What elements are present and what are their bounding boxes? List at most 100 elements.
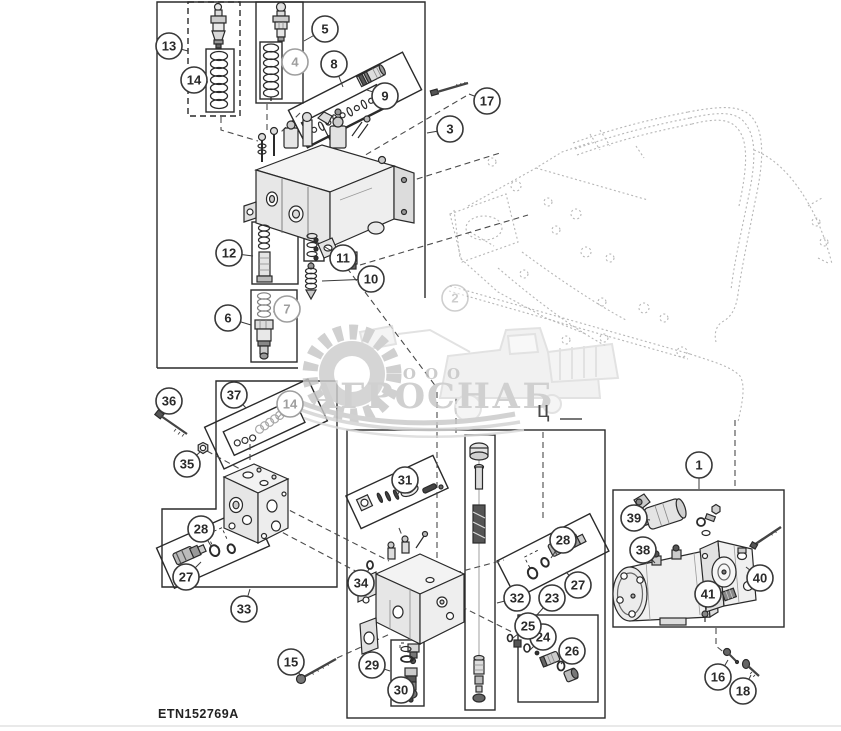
kit-box-31 [344,454,450,530]
callout-4: 4 [281,48,309,76]
watermark-company-prefix: ООО [403,365,469,383]
kit-32-parts [469,442,489,703]
svg-text:1: 1 [695,458,702,473]
svg-text:28: 28 [556,533,570,548]
part-7-orings [256,292,272,318]
svg-text:25: 25 [521,619,535,634]
svg-text:41: 41 [701,587,715,602]
callout-9: 9 [366,82,399,110]
callout-39: 39 [620,504,651,532]
lower-valve-body [357,530,466,665]
assembly-connector-lines [206,95,736,659]
callout-23: 23 [535,584,566,617]
part-13-cartridge [210,2,227,49]
part-5-cartridge [272,1,290,42]
callout-30: 30 [387,676,415,704]
callout-27: 27 [172,561,202,591]
kit-box-13 [187,1,241,117]
callout-33: 33 [230,588,258,623]
callout-28: 28 [549,526,577,559]
kit-box-29 [390,639,425,707]
part-10-poppet [304,262,318,301]
callout-25: 25 [512,612,542,640]
svg-text:9: 9 [381,89,388,104]
svg-text:15: 15 [284,655,298,670]
callout-6: 6 [214,304,252,332]
part-6-cartridge [254,319,274,360]
svg-text:17: 17 [480,94,494,109]
part-drawings [153,1,782,703]
svg-text:36: 36 [162,394,176,409]
part-38-motor [612,544,719,626]
part-4-spring [262,43,280,101]
svg-text:11: 11 [336,251,350,266]
watermark-company-name: АГРОСНАБ [310,376,555,417]
svg-text:16: 16 [711,670,725,685]
callout-16: 16 [704,659,732,691]
kit-box-23 [517,614,599,703]
svg-text:40: 40 [753,571,767,586]
callout-26: 26 [558,637,586,665]
callout-5: 5 [303,15,339,43]
callout-36: 36 [155,387,183,415]
callout-32: 32 [496,584,531,612]
watermark-gear-logo [288,324,525,438]
callout-29: 29 [358,651,391,679]
kit-box-27b [496,512,610,600]
svg-text:31: 31 [398,473,412,488]
callout-31: 31 [391,466,419,499]
manifold-block [222,463,290,544]
callout-17: 17 [468,87,501,115]
callout-10: 10 [321,265,385,293]
part-34-oring [366,560,374,570]
svg-text:12: 12 [222,246,236,261]
svg-text:23: 23 [545,591,559,606]
callout-41: 41 [694,580,722,612]
svg-text:35: 35 [180,457,194,472]
callout-13: 13 [155,32,189,60]
callout-18: 18 [729,674,757,705]
kit-23-parts [506,633,579,683]
callout-14: 14 [180,66,209,94]
callout-8: 8 [320,50,348,88]
watermark-harvester-art [358,324,620,422]
callout-14: 14 [276,390,304,420]
svg-text:14: 14 [283,397,298,412]
svg-text:27: 27 [571,578,585,593]
callout-15: 15 [277,648,305,677]
kit-box-1-pump [612,489,785,628]
callout-38: 38 [629,536,657,564]
part-35-nut [197,441,209,455]
svg-text:33: 33 [237,602,251,617]
part-16-screw [722,647,740,665]
svg-text:28: 28 [194,522,208,537]
svg-text:37: 37 [227,388,241,403]
svg-text:29: 29 [365,658,379,673]
callout-27: 27 [564,571,592,599]
kit-box-6 [250,289,298,363]
part-36-bolt [153,408,188,437]
drawing-number: ETN152769A [158,707,239,721]
callout-12: 12 [215,239,254,267]
svg-text:4: 4 [291,55,299,70]
svg-text:30: 30 [394,683,408,698]
callout-3: 3 [426,115,464,143]
svg-text:7: 7 [283,302,290,317]
kit-box-37 [203,378,329,470]
part-12-spool [256,224,273,283]
svg-text:2: 2 [451,291,458,306]
stray-text: ц [537,397,550,422]
svg-text:27: 27 [179,570,193,585]
svg-text:26: 26 [565,644,579,659]
svg-text:5: 5 [321,22,328,37]
part-15-bolt [295,657,337,685]
svg-text:18: 18 [736,684,750,699]
callout-28: 28 [187,515,215,547]
part-11-seals [306,232,319,261]
svg-text:8: 8 [330,57,337,72]
part-18-bolt [741,658,760,678]
svg-text:39: 39 [627,511,641,526]
watermark: ООО АГРОСНАБ [288,324,620,438]
callout-35: 35 [173,450,201,478]
